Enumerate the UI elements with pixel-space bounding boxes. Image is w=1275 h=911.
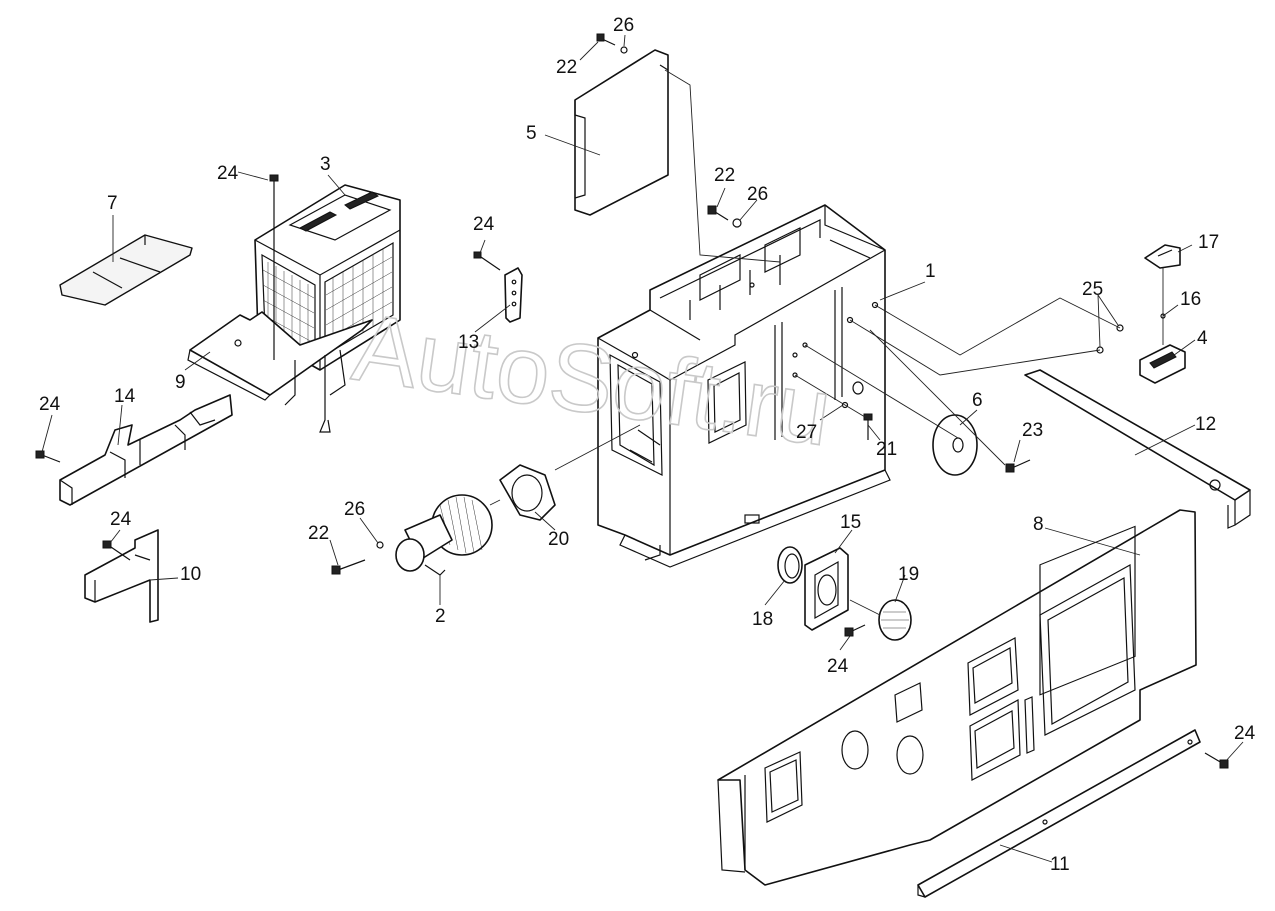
callout-22-middle: 22 — [714, 165, 735, 186]
callout-26-top: 26 — [613, 15, 634, 36]
callout-24-heater: 24 — [217, 163, 239, 184]
callout-11: 11 — [1050, 854, 1070, 875]
callout-4: 4 — [1197, 328, 1208, 349]
callout-21: 21 — [876, 439, 897, 460]
part-18-ring-seal — [777, 546, 803, 584]
callout-12: 12 — [1195, 414, 1216, 435]
callout-16: 16 — [1180, 289, 1201, 310]
part-11-lower-strip — [917, 729, 1201, 898]
callout-17: 17 — [1198, 232, 1219, 253]
callout-26-left: 26 — [344, 499, 365, 520]
callout-20: 20 — [548, 529, 569, 550]
callout-labels: 1 2 3 4 5 6 7 8 9 10 11 12 13 14 15 16 1… — [39, 15, 1256, 875]
part-10-angle-bracket — [84, 529, 159, 623]
callout-19: 19 — [898, 564, 919, 585]
callout-5: 5 — [526, 123, 537, 144]
callout-25: 25 — [1082, 279, 1103, 300]
part-5-cover-plate — [574, 49, 669, 216]
part-6-round-flange — [932, 414, 978, 476]
assembly-lines — [489, 69, 1164, 616]
callout-9: 9 — [175, 372, 186, 393]
callout-27: 27 — [796, 422, 817, 443]
callout-24-strip: 24 — [1234, 723, 1256, 744]
callout-2: 2 — [435, 606, 446, 627]
callout-18: 18 — [752, 609, 773, 630]
part-14-bracket — [59, 394, 233, 506]
part-13-small-bracket — [504, 267, 523, 323]
part-19-grille-cap — [878, 599, 912, 641]
part-20-gasket — [499, 464, 556, 521]
callout-22-top: 22 — [556, 57, 577, 78]
fasteners — [35, 33, 1229, 769]
callout-24-bracket14: 24 — [39, 394, 61, 415]
callout-26-middle: 26 — [747, 184, 768, 205]
callout-14: 14 — [114, 386, 136, 407]
callout-6: 6 — [972, 390, 983, 411]
callout-8: 8 — [1033, 514, 1044, 535]
part-7-pad — [59, 234, 193, 306]
callout-24-bracket13: 24 — [473, 214, 495, 235]
callout-15: 15 — [840, 512, 861, 533]
part-15-vent-frame — [804, 547, 849, 631]
part-17-clip — [1144, 244, 1181, 269]
part-8-front-panel — [717, 509, 1197, 886]
callout-23: 23 — [1022, 420, 1043, 441]
callout-7: 7 — [107, 193, 118, 214]
part-12-right-rail — [1024, 369, 1251, 529]
callout-24-bracket10: 24 — [110, 509, 132, 530]
callout-10: 10 — [180, 564, 201, 585]
part-1-main-housing — [597, 204, 891, 568]
callout-3: 3 — [320, 154, 331, 175]
callout-leaders — [41, 34, 1244, 863]
callout-1: 1 — [925, 261, 936, 282]
part-4-valve — [1139, 344, 1186, 384]
part-9-heater-base — [187, 311, 373, 433]
callout-22-left: 22 — [308, 523, 329, 544]
part-2-blower-motor — [395, 494, 493, 576]
callout-24-vent: 24 — [827, 656, 849, 677]
callout-13: 13 — [458, 332, 479, 353]
